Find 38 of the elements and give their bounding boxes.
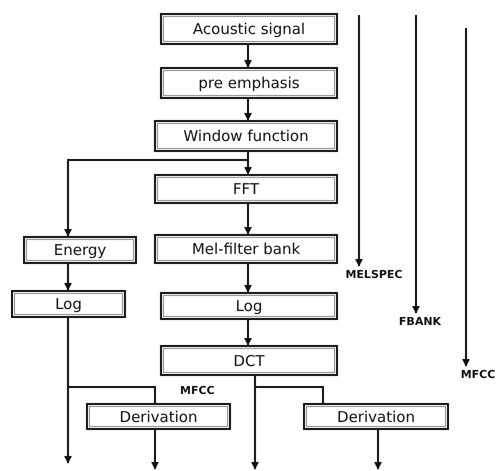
process-box [160,13,338,45]
arrow [64,152,249,237]
arrow [244,264,252,293]
arrow [374,430,382,470]
process-box [154,234,338,264]
arrow [151,430,159,470]
box-label: Window function [183,127,309,145]
arrow [412,15,420,314]
box-label: Energy [54,241,106,259]
process-box [160,67,338,99]
box-label: FFT [232,180,260,198]
arrow [64,264,72,291]
process-box [11,290,126,318]
process-box [23,236,137,264]
process-box [160,292,338,320]
process-box [303,403,449,430]
arrow [244,204,252,235]
process-box [160,345,338,376]
arrow [462,28,470,367]
box-label: DCT [233,352,265,370]
box-label: pre emphasis [198,74,300,92]
arrow [244,99,252,121]
box-label: Derivation [120,408,198,426]
box-label: Acoustic signal [192,20,306,38]
box-label: Mel-filter bank [192,240,300,258]
arrow [355,15,363,267]
process-box [86,403,231,430]
box-label: Log [236,297,262,315]
process-box [154,174,338,204]
process-box [154,120,338,152]
arrow [244,45,252,68]
box-label: Log [55,295,82,313]
output-label: MFCC [460,368,496,380]
box-label: Derivation [337,408,415,426]
arrow [244,320,252,346]
output-label: MELSPEC [345,268,403,280]
output-label: MFCC [180,384,215,397]
output-label: FBANK [398,314,442,328]
